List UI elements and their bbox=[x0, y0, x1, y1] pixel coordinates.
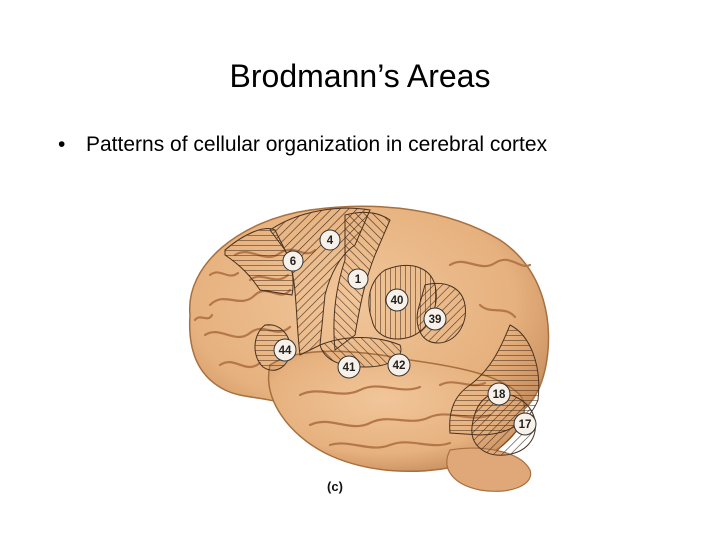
area-label-40: 40 bbox=[385, 288, 409, 312]
bullet-glyph: • bbox=[58, 133, 66, 156]
area-label-39: 39 bbox=[423, 307, 447, 331]
svg-text:17: 17 bbox=[519, 419, 532, 431]
area-label-41: 41 bbox=[337, 355, 361, 379]
brain-illustration: 4 6 1 40 39 44 bbox=[188, 205, 550, 494]
slide-title: Brodmann’s Areas bbox=[229, 58, 491, 94]
area-label-44: 44 bbox=[273, 338, 297, 362]
svg-text:18: 18 bbox=[493, 389, 506, 401]
svg-text:39: 39 bbox=[429, 314, 442, 326]
svg-text:41: 41 bbox=[343, 362, 356, 374]
area-6-region bbox=[224, 228, 294, 296]
area-label-42: 42 bbox=[387, 353, 411, 377]
brain-figure: 4 6 1 40 39 44 bbox=[150, 195, 570, 505]
bullet-text: Patterns of cellular organization in cer… bbox=[86, 133, 548, 156]
svg-text:40: 40 bbox=[391, 295, 404, 307]
area-label-17: 17 bbox=[513, 412, 537, 436]
svg-text:6: 6 bbox=[290, 256, 296, 268]
svg-text:42: 42 bbox=[393, 360, 406, 372]
area-label-6: 6 bbox=[282, 250, 304, 272]
bullet-item: • Patterns of cellular organization in ce… bbox=[58, 128, 698, 162]
area-label-1: 1 bbox=[347, 268, 369, 290]
figure-caption: (c) bbox=[327, 479, 343, 494]
svg-text:44: 44 bbox=[279, 345, 292, 357]
area-label-4: 4 bbox=[319, 229, 341, 251]
svg-text:4: 4 bbox=[327, 235, 334, 247]
area-17-region bbox=[471, 393, 536, 456]
svg-text:1: 1 bbox=[355, 274, 362, 286]
cerebellum-shape bbox=[446, 447, 532, 492]
area-label-18: 18 bbox=[487, 382, 511, 406]
